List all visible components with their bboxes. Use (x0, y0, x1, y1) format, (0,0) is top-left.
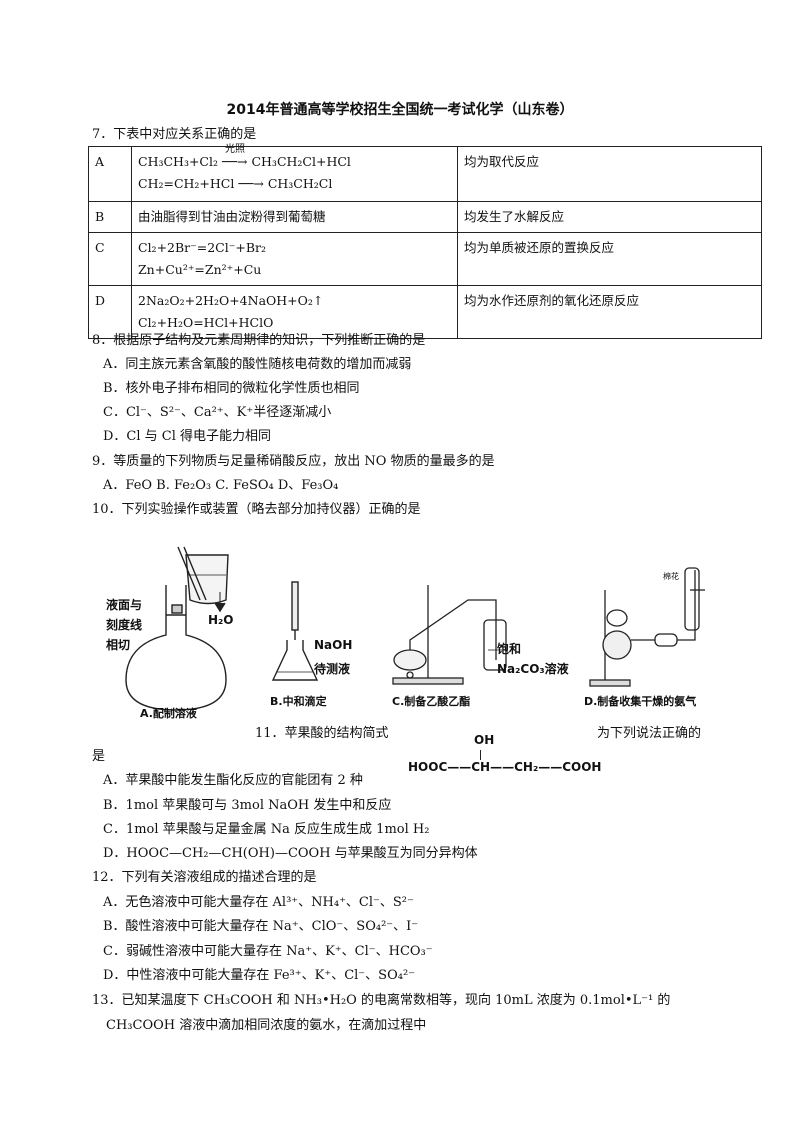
fig-b-titration-setup (271, 581, 319, 681)
q7-equations: Cl₂+2Br⁻=2Cl⁻+Br₂ Zn+Cu²⁺=Zn²⁺+Cu (131, 232, 458, 286)
q7-equation-1: CH₃CH₃+Cl₂ ──→ CH₃CH₂Cl+HCl (138, 154, 351, 169)
q7-description: 均为单质被还原的置换反应 (457, 232, 762, 286)
fig-c-label-line1: 饱和 (497, 642, 522, 656)
q7-row-b: B 由油脂得到甘油由淀粉得到葡萄糖 均发生了水解反应 (88, 201, 762, 233)
q7-row-a: A 光照 CH₃CH₃+Cl₂ ──→ CH₃CH₂Cl+HCl CH₂=CH₂… (88, 144, 762, 202)
q7-row-label: C (88, 232, 132, 286)
q11-option-d: D．HOOC—CH₂—CH(OH)—COOH 与苹果酸互为同分异构体 (103, 846, 478, 861)
q12-option-c: C．弱碱性溶液中可能大量存在 Na⁺、K⁺、Cl⁻、HCO₃⁻ (103, 944, 433, 959)
fig-a-caption: A.配制溶液 (140, 707, 197, 720)
q7-equation-1: Cl₂+2Br⁻=2Cl⁻+Br₂ (138, 240, 266, 255)
q8-option-c: C．Cl⁻、S²⁻、Ca²⁺、K⁺半径逐渐减小 (103, 405, 332, 420)
fig-a-water-label: H₂O (208, 613, 234, 627)
fig-a-volumetric-flask (125, 546, 229, 711)
q11-struct-main: HOOC——CH——CH₂——COOH (408, 760, 602, 774)
q11-option-c: C．1mol 苹果酸与足量金属 Na 反应生成生成 1mol H₂ (103, 822, 430, 837)
fig-b-caption: B.中和滴定 (270, 695, 327, 708)
paper-title: 2014年普通高等学校招生全国统一考试化学（山东卷） (226, 102, 574, 118)
fig-a-label-line3: 相切 (106, 638, 131, 652)
q7-equation-2: CH₂=CH₂+HCl ──→ CH₃CH₂Cl (138, 176, 333, 191)
q7-row-label: B (88, 201, 132, 233)
q9-options: A．FeO B. Fe₂O₃ C. FeSO₄ D、Fe₃O₄ (103, 478, 339, 493)
fig-b-sample: 待测液 (314, 662, 351, 676)
fig-d-caption: D.制备收集干燥的氨气 (584, 695, 697, 708)
q12-option-b: B．酸性溶液中可能大量存在 Na⁺、ClO⁻、SO₄²⁻、I⁻ (103, 919, 419, 934)
fig-d-label: 棉花 (663, 572, 679, 581)
q7-description: 均为取代反应 (457, 146, 762, 202)
q11-stem-end: 是 (92, 749, 106, 764)
q11-struct-oh: OH (474, 733, 495, 747)
q7-description: 均为水作还原剂的氧化还原反应 (457, 285, 762, 339)
fig-c-label-line2: Na₂CO₃溶液 (497, 662, 569, 676)
q12-option-d: D．中性溶液中可能大量存在 Fe³⁺、K⁺、Cl⁻、SO₄²⁻ (103, 968, 416, 983)
q7-equation-2: Cl₂+H₂O=HCl+HClO (138, 315, 274, 330)
q11-option-a: A．苹果酸中能发生酯化反应的官能团有 2 种 (103, 773, 363, 788)
q8-option-d: D．Cl 与 Cl 得电子能力相同 (103, 429, 272, 444)
q7-row-c: C Cl₂+2Br⁻=2Cl⁻+Br₂ Zn+Cu²⁺=Zn²⁺+Cu 均为单质… (88, 232, 762, 286)
q13-line1: 13．已知某温度下 CH₃COOH 和 NH₃•H₂O 的电离常数相等，现向 1… (92, 993, 671, 1008)
q7-equations: 光照 CH₃CH₃+Cl₂ ──→ CH₃CH₂Cl+HCl CH₂=CH₂+H… (131, 144, 458, 202)
q7-table: A 光照 CH₃CH₃+Cl₂ ──→ CH₃CH₂Cl+HCl CH₂=CH₂… (88, 144, 762, 339)
q9-stem: 9．等质量的下列物质与足量稀硝酸反应，放出 NO 物质的量最多的是 (92, 454, 495, 469)
q11-option-b: B．1mol 苹果酸可与 3mol NaOH 发生中和反应 (103, 798, 392, 813)
q7-row-label: A (88, 146, 132, 202)
q8-option-a: A．同主族元素含氧酸的酸性随核电荷数的增加而减弱 (103, 357, 412, 372)
q11-struct-bond (480, 750, 481, 760)
q7-equation-1: 由油脂得到甘油由淀粉得到葡萄糖 (131, 201, 458, 233)
q11-stem-right: 为下列说法正确的 (597, 726, 702, 741)
q7-reaction-condition: 光照 (225, 144, 245, 155)
q7-equation-2: Zn+Cu²⁺=Zn²⁺+Cu (138, 262, 262, 277)
q13-line2: CH₃COOH 溶液中滴加相同浓度的氨水，在滴加过程中 (106, 1018, 427, 1033)
fig-d-ammonia-setup (589, 567, 705, 687)
fig-a-label-line1: 液面与 (106, 598, 143, 612)
q7-equations: 2Na₂O₂+2H₂O+4NaOH+O₂↑ Cl₂+H₂O=HCl+HClO (131, 285, 458, 339)
q10-stem: 10．下列实验操作或装置（略去部分加持仪器）正确的是 (92, 502, 421, 517)
fig-c-esterification-setup (392, 585, 507, 685)
q7-stem: 7．下表中对应关系正确的是 (92, 127, 257, 142)
fig-c-caption: C.制备乙酸乙酯 (392, 695, 471, 708)
q8-option-b: B．核外电子排布相同的微粒化学性质也相同 (103, 381, 360, 396)
q7-equation-1: 2Na₂O₂+2H₂O+4NaOH+O₂↑ (138, 293, 324, 308)
q12-option-a: A．无色溶液中可能大量存在 Al³⁺、NH₄⁺、Cl⁻、S²⁻ (103, 895, 414, 910)
q12-stem: 12．下列有关溶液组成的描述合理的是 (92, 870, 317, 885)
q8-stem: 8．根据原子结构及元素周期律的知识，下列推断正确的是 (92, 333, 426, 348)
q7-description: 均发生了水解反应 (457, 201, 762, 233)
q7-row-d: D 2Na₂O₂+2H₂O+4NaOH+O₂↑ Cl₂+H₂O=HCl+HClO… (88, 285, 762, 339)
q7-row-label: D (88, 285, 132, 339)
fig-a-label-line2: 刻度线 (106, 618, 143, 632)
fig-b-reagent: NaOH (314, 638, 353, 652)
q11-stem-left: 11．苹果酸的结构简式 (255, 726, 389, 741)
